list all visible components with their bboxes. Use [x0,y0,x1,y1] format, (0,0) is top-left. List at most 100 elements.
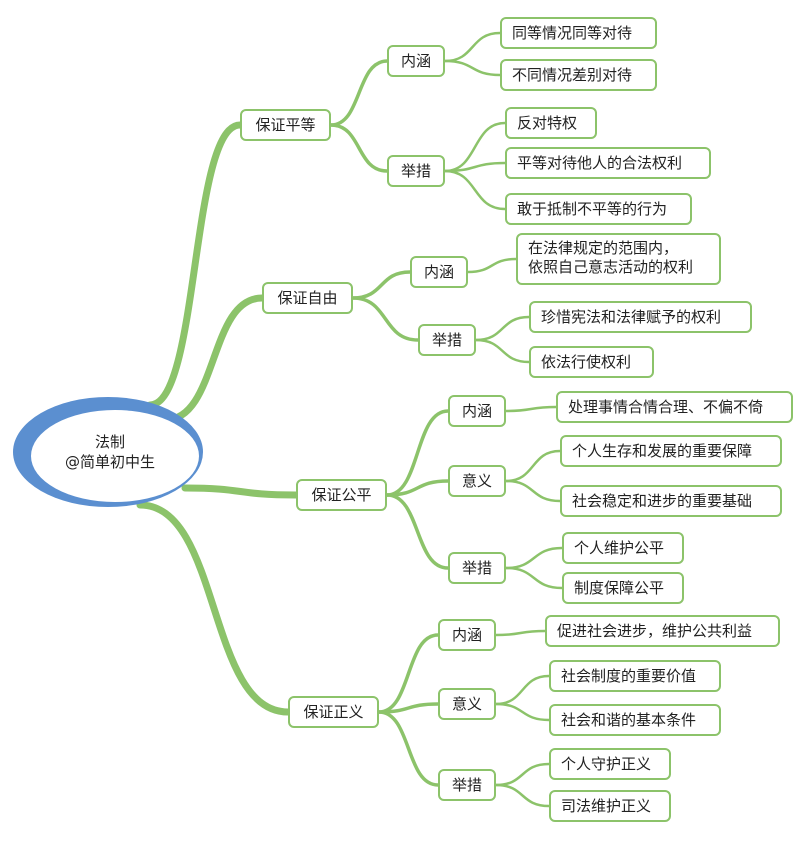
group-leaf-link [443,59,502,77]
group-node-significance[interactable]: 意义 [448,465,506,497]
group-node-connotation[interactable]: 内涵 [387,45,445,77]
branch-group-link [351,270,412,300]
branch-group-link [377,710,440,787]
group-node-measures[interactable]: 举措 [438,769,496,801]
leaf-node[interactable]: 个人维护公平 [562,532,684,564]
leaf-label: 依法行使权利 [541,352,632,371]
leaf-label: 个人生存和发展的重要保障 [572,441,753,460]
leaf-node[interactable]: 珍惜宪法和法律赋予的权利 [529,301,752,333]
group-leaf-link [494,702,551,722]
group-leaf-link [443,169,507,211]
group-leaf-link [466,257,518,274]
group-label: 举措 [400,161,431,180]
group-leaf-link [504,546,564,570]
leaf-label: 社会制度的重要价值 [561,666,697,685]
group-node-measures[interactable]: 举措 [418,324,476,356]
leaf-node[interactable]: 同等情况同等对待 [500,17,657,49]
group-leaf-link [443,31,502,63]
leaf-label-line-1: 在法律规定的范围内， [528,239,679,257]
group-node-connotation[interactable]: 内涵 [410,256,468,288]
group-label: 内涵 [461,401,492,420]
branch-label: 保证平等 [255,115,316,134]
group-label: 举措 [431,330,462,349]
branch-group-link [377,633,440,714]
leaf-label: 不同情况差别对待 [512,65,633,84]
root-branch-link [181,484,300,499]
leaf-node[interactable]: 依法行使权利 [529,346,654,378]
leaf-label: 个人维护公平 [574,538,665,557]
branch-group-link [385,479,450,497]
leaf-node[interactable]: 社会制度的重要价值 [549,660,721,692]
group-leaf-link [474,338,531,364]
leaf-label: 个人守护正义 [561,754,652,773]
leaf-label: 珍惜宪法和法律赋予的权利 [541,307,722,326]
root-node: 法制 @简单初中生 [40,432,180,472]
branch-node-equality[interactable]: 保证平等 [240,109,331,141]
branch-group-link [329,59,389,127]
branch-group-link [351,296,420,342]
group-leaf-link [494,674,551,706]
branch-label: 保证自由 [277,288,338,307]
group-label: 举措 [451,775,482,794]
root-branch-link [146,121,244,409]
leaf-node[interactable]: 社会稳定和进步的重要基础 [560,485,782,517]
leaf-label: 司法维护正义 [561,796,652,815]
group-node-connotation[interactable]: 内涵 [438,619,496,651]
leaf-label: 社会稳定和进步的重要基础 [572,491,753,510]
root-title: 法制 [94,433,125,451]
group-leaf-link [494,783,551,808]
leaf-label-line-2: 依照自己意志活动的权利 [528,258,694,276]
group-leaf-link [504,405,558,413]
branch-label: 保证正义 [303,702,364,721]
group-node-significance[interactable]: 意义 [438,688,496,720]
branch-node-fairness[interactable]: 保证公平 [296,479,387,511]
branch-label: 保证公平 [311,485,372,504]
leaf-node[interactable]: 敢于抵制不平等的行为 [505,193,692,225]
branch-group-link [329,123,389,173]
leaf-node[interactable]: 促进社会进步，维护公共利益 [545,615,780,647]
branch-group-link [377,702,440,714]
leaf-node[interactable]: 反对特权 [505,107,597,139]
group-label: 举措 [461,558,492,577]
branch-group-link [385,409,450,497]
leaf-label: 平等对待他人的合法权利 [517,153,683,172]
group-leaf-link [504,566,564,590]
group-label: 内涵 [400,51,431,70]
branch-node-freedom[interactable]: 保证自由 [262,282,353,314]
leaf-label: 敢于抵制不平等的行为 [517,199,668,218]
group-node-connotation[interactable]: 内涵 [448,395,506,427]
leaf-node[interactable]: 制度保障公平 [562,572,684,604]
group-leaf-link [494,762,551,787]
leaf-label: 同等情况同等对待 [512,23,633,42]
root-branch-link [161,294,266,424]
group-leaf-link [474,315,531,342]
group-node-measures[interactable]: 举措 [387,155,445,187]
group-leaf-link [443,161,507,173]
leaf-node[interactable]: 不同情况差别对待 [500,59,657,91]
leaf-node[interactable]: 个人守护正义 [549,748,671,780]
leaf-node[interactable]: 社会和谐的基本条件 [549,704,721,736]
group-label: 内涵 [451,625,482,644]
leaf-node[interactable]: 处理事情合情合理、不偏不倚 [556,391,793,423]
leaf-label: 社会和谐的基本条件 [561,710,697,729]
group-label: 意义 [451,694,482,713]
root-subtitle: @简单初中生 [64,453,155,471]
branch-node-justice[interactable]: 保证正义 [288,696,379,728]
leaf-label: 促进社会进步，维护公共利益 [557,621,753,640]
leaf-node[interactable]: 司法维护正义 [549,790,671,822]
root-ellipse [13,397,203,507]
leaf-node[interactable]: 在法律规定的范围内， 依照自己意志活动的权利 [516,233,721,285]
group-node-measures[interactable]: 举措 [448,552,506,584]
group-leaf-link [504,449,562,483]
branch-group-link [385,493,450,570]
root-branch-link [136,501,292,716]
group-label: 内涵 [423,262,454,281]
leaf-label: 制度保障公平 [574,578,665,597]
group-label: 意义 [461,471,492,490]
group-leaf-link [504,479,562,503]
leaf-node[interactable]: 个人生存和发展的重要保障 [560,435,782,467]
leaf-node[interactable]: 平等对待他人的合法权利 [505,147,711,179]
group-leaf-link [494,629,547,637]
group-leaf-link [443,121,507,173]
